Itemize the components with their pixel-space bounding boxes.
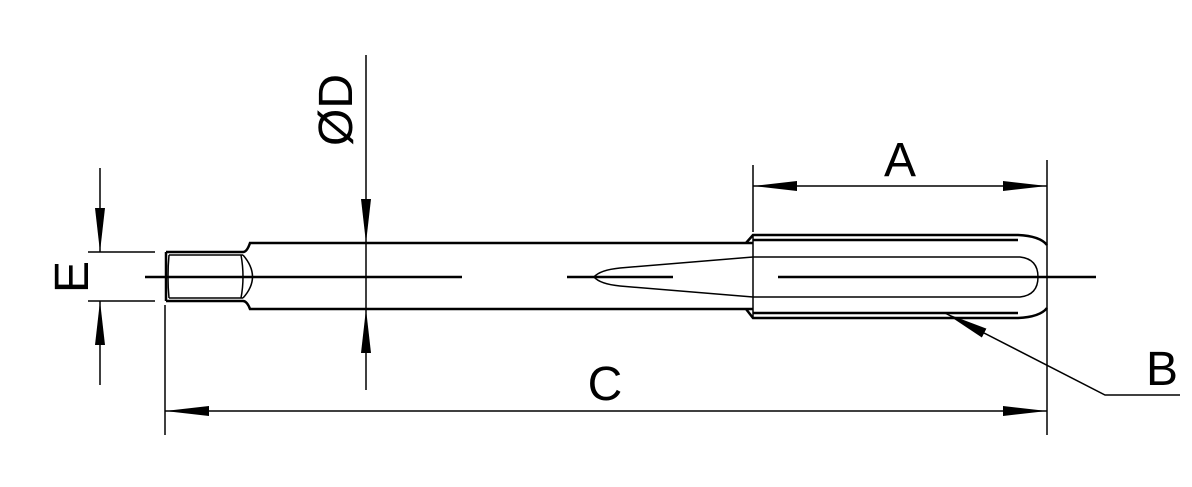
dimension-c: C (164, 305, 1047, 435)
dimension-e: E (46, 168, 155, 385)
leader-b-label: B (1146, 343, 1178, 396)
dimension-a: A (752, 134, 1048, 435)
dimension-e-label: E (46, 261, 99, 293)
dimension-c-label: C (588, 358, 623, 411)
shank (242, 241, 754, 311)
leader-b: B (944, 312, 1180, 396)
dimension-d: ØD (310, 55, 371, 390)
dimension-d-label: ØD (310, 74, 363, 146)
dimension-a-label: A (884, 134, 916, 187)
